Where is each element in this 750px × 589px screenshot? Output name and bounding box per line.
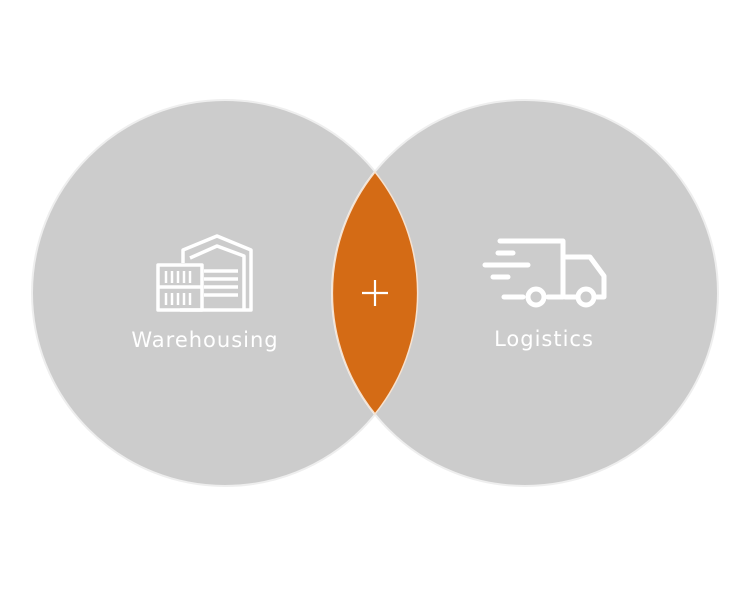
- warehouse-icon: [156, 234, 253, 312]
- warehousing-label: Warehousing: [131, 328, 279, 352]
- plus-icon: [362, 280, 388, 306]
- truck-icon: [482, 238, 607, 308]
- logistics-label: Logistics: [494, 327, 594, 351]
